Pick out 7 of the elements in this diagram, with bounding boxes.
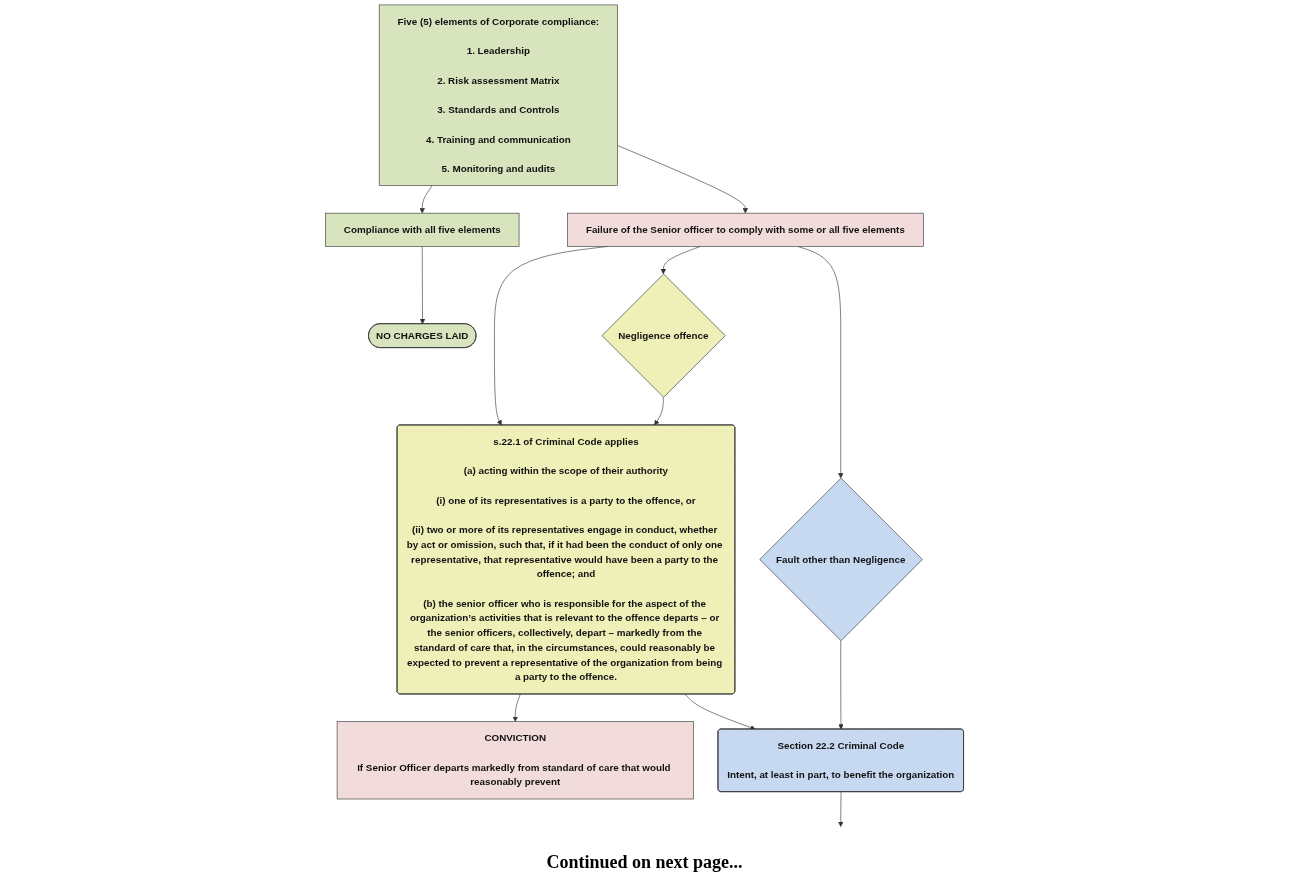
node-box: CONVICTION If Senior Officer departs markedly from standard of care that would reasonably prevent bbox=[336, 721, 694, 800]
node-box: Compliance with all five elements bbox=[325, 212, 520, 247]
node-box: Failure of the Senior officer to comply with some or all five elements bbox=[567, 212, 924, 247]
continuation-note: Continued on next page... bbox=[546, 852, 743, 872]
node-box: Five (5) elements of Corporate compliance: 1. Leadership 2. Risk assessment Matrix 3. Standards and Controls 4. Training and communication 5. Monitoring and audits bbox=[378, 4, 618, 186]
node-diamond: Negligence offence bbox=[601, 273, 726, 398]
node-diamond: Fault other than Negligence bbox=[759, 477, 923, 642]
